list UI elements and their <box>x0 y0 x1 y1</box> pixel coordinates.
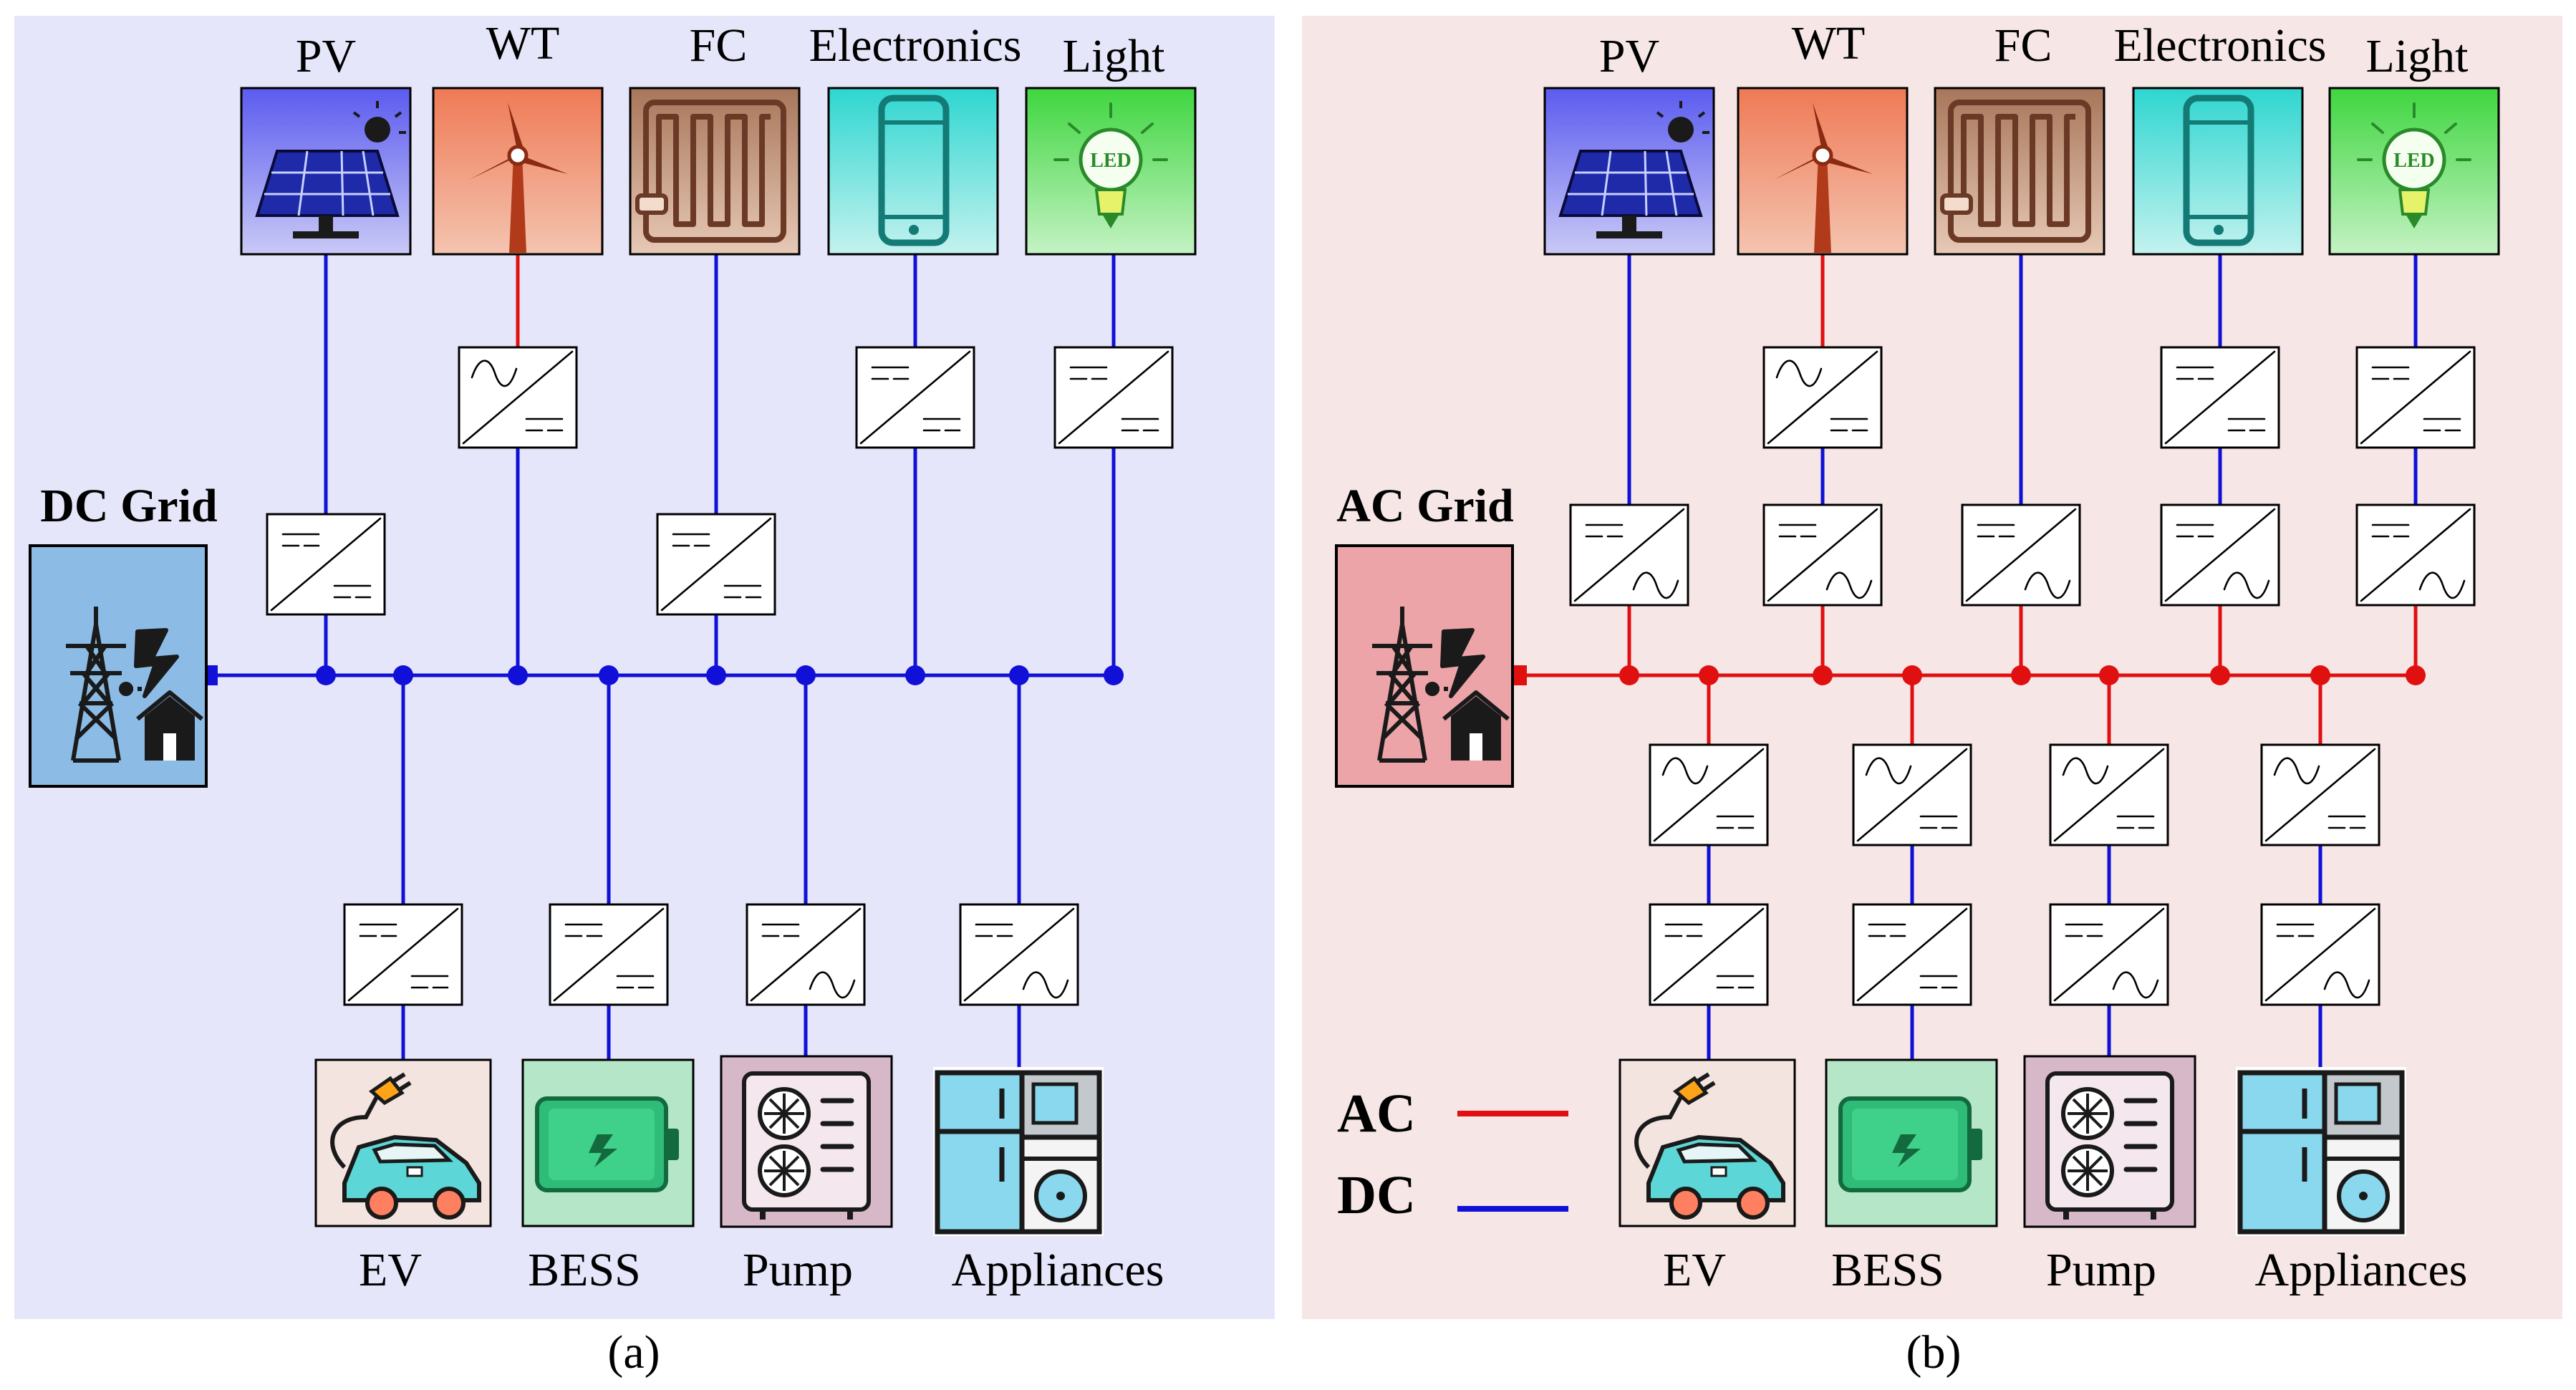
load-label: BESS <box>1831 1244 1944 1296</box>
fuel-cell-icon <box>1935 88 2104 254</box>
source-label: Light <box>2366 30 2469 82</box>
source-label: FC <box>1994 19 2052 72</box>
source-label: WT <box>486 17 560 69</box>
battery-icon <box>1826 1060 1997 1226</box>
source-label: WT <box>1792 17 1866 69</box>
source-label: PV <box>1599 30 1659 82</box>
converter-dc-ac <box>2260 903 2380 1006</box>
dc-grid-box <box>29 544 208 788</box>
bus-node <box>2099 665 2119 685</box>
battery-icon <box>523 1060 693 1226</box>
bus-node <box>316 665 336 685</box>
converter-ac-dc <box>1649 743 1769 846</box>
converter-ac-dc <box>2049 743 2169 846</box>
led-bulb-icon <box>1026 88 1195 254</box>
panel-a-nodes <box>198 665 1124 685</box>
bus-node <box>1009 665 1029 685</box>
caption-b: (b) <box>1906 1326 1962 1379</box>
converter-dc-dc <box>656 513 776 616</box>
converter-dc-dc <box>1649 903 1769 1006</box>
converter-dc-dc <box>2355 346 2476 449</box>
load-label: Pump <box>743 1244 853 1296</box>
bus-node <box>905 665 925 685</box>
converter-dc-ac <box>959 903 1079 1006</box>
converter-dc-ac <box>1961 503 2081 607</box>
converter-dc-dc <box>2160 346 2280 449</box>
legend: AC DC <box>1337 1083 1568 1225</box>
load-label: BESS <box>528 1244 641 1296</box>
heat-pump-icon <box>721 1056 892 1227</box>
converter-dc-ac <box>746 903 866 1006</box>
converter-dc-ac <box>2355 503 2476 607</box>
panel-b: AC Grid PV WT FC Electronics Light EV BE… <box>1302 16 2562 1319</box>
converter-ac-dc <box>1852 743 1972 846</box>
load-label: EV <box>1663 1244 1726 1296</box>
converter-dc-ac <box>2160 503 2280 607</box>
bus-node <box>1813 665 1833 685</box>
converter-ac-dc <box>2260 743 2380 846</box>
legend-label-dc: DC <box>1337 1165 1416 1225</box>
bus-node <box>2011 665 2031 685</box>
source-label: Electronics <box>809 19 1022 72</box>
load-label: Appliances <box>2255 1244 2468 1296</box>
bus-node <box>599 665 619 685</box>
converter-dc-ac <box>2049 903 2169 1006</box>
converter-dc-dc <box>1053 346 1174 449</box>
wind-turbine-icon <box>433 88 602 254</box>
grid-label: AC Grid <box>1336 480 1514 532</box>
wind-turbine-icon <box>1738 88 1907 254</box>
source-label: Light <box>1063 30 1165 82</box>
load-label: Appliances <box>952 1244 1164 1296</box>
source-label: FC <box>690 19 748 72</box>
bus-node <box>1902 665 1922 685</box>
converter-ac-dc <box>458 346 578 449</box>
load-label: EV <box>359 1244 422 1296</box>
converter-dc-dc <box>1852 903 1972 1006</box>
panel-b-ac-wires <box>1517 254 2418 745</box>
electric-car-icon <box>316 1060 491 1226</box>
appliances-icon <box>2236 1067 2406 1236</box>
bus-node <box>393 665 413 685</box>
bus-node <box>1104 665 1124 685</box>
heat-pump-icon <box>2025 1056 2195 1227</box>
converter-dc-ac <box>1762 503 1883 607</box>
panel-a: DC Grid PV WT FC Electronics Light EV BE… <box>14 16 1275 1319</box>
bus-node <box>706 665 726 685</box>
smartphone-icon <box>2133 88 2302 254</box>
bus-node <box>796 665 816 685</box>
bus-node <box>1619 665 1639 685</box>
converter-dc-dc <box>266 513 386 616</box>
grid-label: DC Grid <box>40 480 218 532</box>
appliances-icon <box>933 1067 1104 1236</box>
converter-ac-dc <box>1762 346 1883 449</box>
load-label: Pump <box>2046 1244 2156 1296</box>
bus-node <box>508 665 528 685</box>
solar-panel-icon <box>240 87 412 256</box>
bus-node <box>2210 665 2230 685</box>
electric-car-icon <box>1620 1060 1795 1226</box>
bus-node <box>2406 665 2426 685</box>
smartphone-icon <box>829 88 998 254</box>
panel-b-nodes <box>1507 665 2426 685</box>
legend-label-ac: AC <box>1337 1083 1416 1144</box>
converter-dc-ac <box>1569 503 1689 607</box>
converter-dc-dc <box>549 903 669 1006</box>
bus-node <box>1699 665 1719 685</box>
source-label: Electronics <box>2114 19 2327 72</box>
solar-panel-icon <box>1543 87 1715 256</box>
bus-node <box>2310 665 2330 685</box>
converter-dc-dc <box>343 903 463 1006</box>
panel-b-dc-wires <box>1627 254 2418 1067</box>
fuel-cell-icon <box>630 88 799 254</box>
ac-grid-box <box>1335 544 1514 788</box>
caption-a: (a) <box>607 1326 660 1379</box>
led-bulb-icon <box>2330 88 2499 254</box>
source-label: PV <box>296 30 356 82</box>
converter-dc-dc <box>855 346 975 449</box>
